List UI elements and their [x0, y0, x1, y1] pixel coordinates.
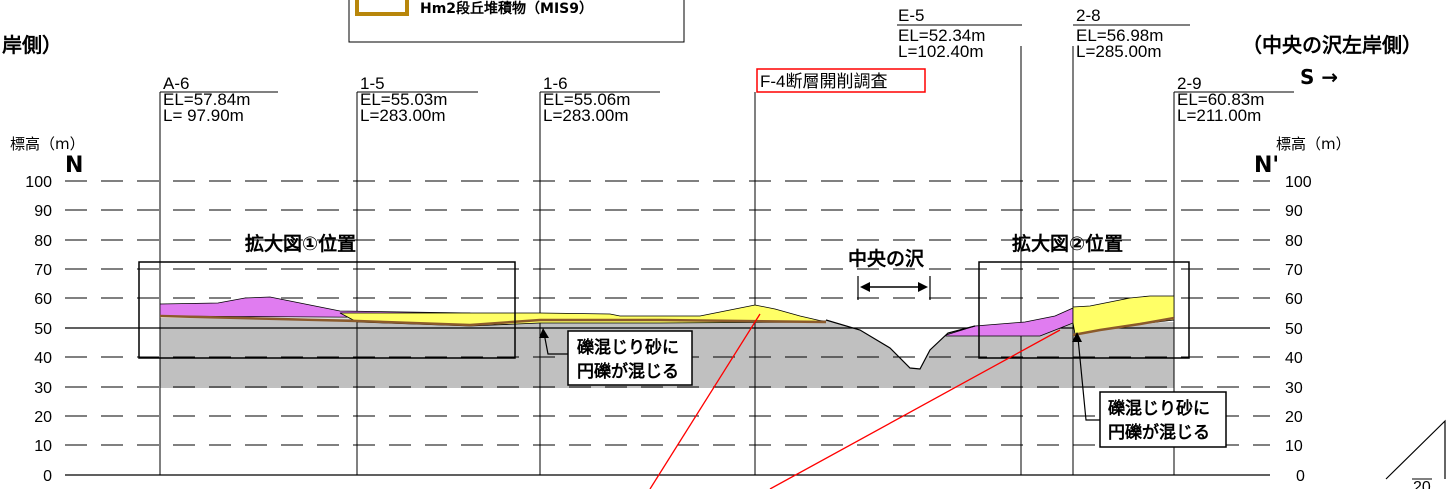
- gravel-note-1-box: [567, 330, 693, 386]
- tick-right-40: 40: [1285, 350, 1303, 367]
- tick-right-10: 10: [1285, 438, 1303, 455]
- tick-right-0: 0: [1296, 468, 1305, 485]
- direction-indicator: S →: [1300, 65, 1338, 89]
- tick-left-90: 90: [34, 203, 52, 220]
- tick-left-0: 0: [43, 468, 52, 485]
- section-end-n: N: [65, 153, 83, 178]
- borehole-1-5-el: EL=55.03m: [360, 90, 447, 109]
- borehole-1-6-el: EL=55.06m: [543, 90, 630, 109]
- borehole-1-6-len: L=283.00m: [543, 106, 629, 125]
- valley-label: 中央の沢: [848, 247, 925, 270]
- gravel-note-2-line-a: 礫混じり砂に: [1108, 398, 1210, 419]
- borehole-lines: [159, 46, 1175, 475]
- legend-item-label: Hm2段丘堆積物（MIS9）: [420, 0, 593, 17]
- tick-left-10: 10: [34, 438, 52, 455]
- gravel-note-1-leader: [543, 332, 568, 355]
- ground-surface-valley: [825, 319, 976, 370]
- tick-right-20: 20: [1285, 409, 1303, 426]
- yellow-terrace-layer-right: [1072, 295, 1175, 335]
- borehole-2-8-el: EL=56.98m: [1076, 26, 1163, 45]
- gravel-note-2-leader: [1077, 337, 1100, 421]
- zoom-box-2: [978, 261, 1190, 359]
- gravel-note-2-line-b: 円礫が混じる: [1108, 422, 1210, 443]
- borehole-1-5-name: 1-5: [360, 74, 385, 93]
- borehole-2-9-len: L=211.00m: [1177, 106, 1261, 125]
- borehole-a6-el: EL=57.84m: [163, 90, 250, 109]
- tick-left-50: 50: [34, 321, 52, 338]
- right-title: （中央の沢左岸側）: [1242, 33, 1422, 57]
- left-title: 岸側）: [2, 33, 62, 57]
- gravel-note-1-arrowhead: [539, 328, 549, 338]
- tick-right-50: 50: [1285, 321, 1303, 338]
- borehole-2-9-name: 2-9: [1177, 74, 1202, 93]
- gravel-note-1-line-a: 礫混じり砂に: [577, 337, 679, 358]
- terrace-base-left: [159, 314, 827, 327]
- survey-line-1: [649, 313, 761, 489]
- tick-right-100: 100: [1285, 174, 1312, 191]
- zoom-1-label: 拡大図①位置: [245, 232, 356, 255]
- tick-right-60: 60: [1285, 291, 1303, 308]
- tick-left-60: 60: [34, 291, 52, 308]
- valley-arrowhead-left: [860, 282, 870, 292]
- borehole-e5-name: E-5: [898, 6, 924, 25]
- tick-right-30: 30: [1285, 380, 1303, 397]
- borehole-e5-len: L=102.40m: [898, 42, 984, 61]
- borehole-2-9-el: EL=60.83m: [1177, 90, 1264, 109]
- gravel-note-2-box: [1099, 391, 1227, 448]
- zoom-2-label: 拡大図②位置: [1012, 232, 1123, 255]
- legend-swatch-hm2: [355, 0, 409, 16]
- borehole-labels: A-6 EL=57.84m L= 97.90m 1-5 EL=55.03m L=…: [163, 6, 1264, 125]
- tick-left-80: 80: [34, 233, 52, 250]
- y-ticks-left: 100 90 80 70 60 50 40 30 20 10 0: [25, 174, 52, 485]
- gravel-note-2-arrowhead: [1072, 332, 1082, 342]
- tick-left-30: 30: [34, 380, 52, 397]
- terrace-base-right: [1072, 316, 1175, 337]
- survey-line-2: [769, 329, 1061, 489]
- slope-scale-triangle: [1385, 419, 1446, 480]
- borehole-2-8-len: L=285.00m: [1076, 42, 1162, 61]
- survey-label-box: [756, 68, 926, 93]
- borehole-a6-name: A-6: [163, 74, 189, 93]
- tick-right-70: 70: [1285, 262, 1303, 279]
- borehole-2-8-name: 2-8: [1076, 6, 1101, 25]
- borehole-1-5-len: L=283.00m: [360, 106, 446, 125]
- tick-left-20: 20: [34, 409, 52, 426]
- borehole-1-6-name: 1-6: [543, 74, 568, 93]
- tick-right-90: 90: [1285, 203, 1303, 220]
- survey-label: F-4断層開削調査: [760, 72, 888, 91]
- tick-right-80: 80: [1285, 233, 1303, 250]
- borehole-a6-len: L= 97.90m: [163, 106, 244, 125]
- valley-arrowhead-right: [918, 282, 928, 292]
- borehole-label-rules: [160, 24, 1294, 93]
- y-ticks-right: 100 90 80 70 60 50 40 30 20 10 0: [1285, 174, 1312, 485]
- section-end-n-prime: N': [1254, 153, 1279, 178]
- tick-left-100: 100: [25, 174, 52, 191]
- slope-scale-label: 20: [1413, 479, 1431, 489]
- borehole-e5-el: EL=52.34m: [898, 26, 985, 45]
- y-axis-label-left: 標高（m）: [10, 135, 85, 153]
- tick-left-40: 40: [34, 350, 52, 367]
- tick-left-70: 70: [34, 262, 52, 279]
- y-axis-label-right: 標高（m）: [1276, 135, 1351, 153]
- zoom-box-1: [138, 261, 516, 359]
- gravel-note-1-line-b: 円礫が混じる: [577, 361, 679, 382]
